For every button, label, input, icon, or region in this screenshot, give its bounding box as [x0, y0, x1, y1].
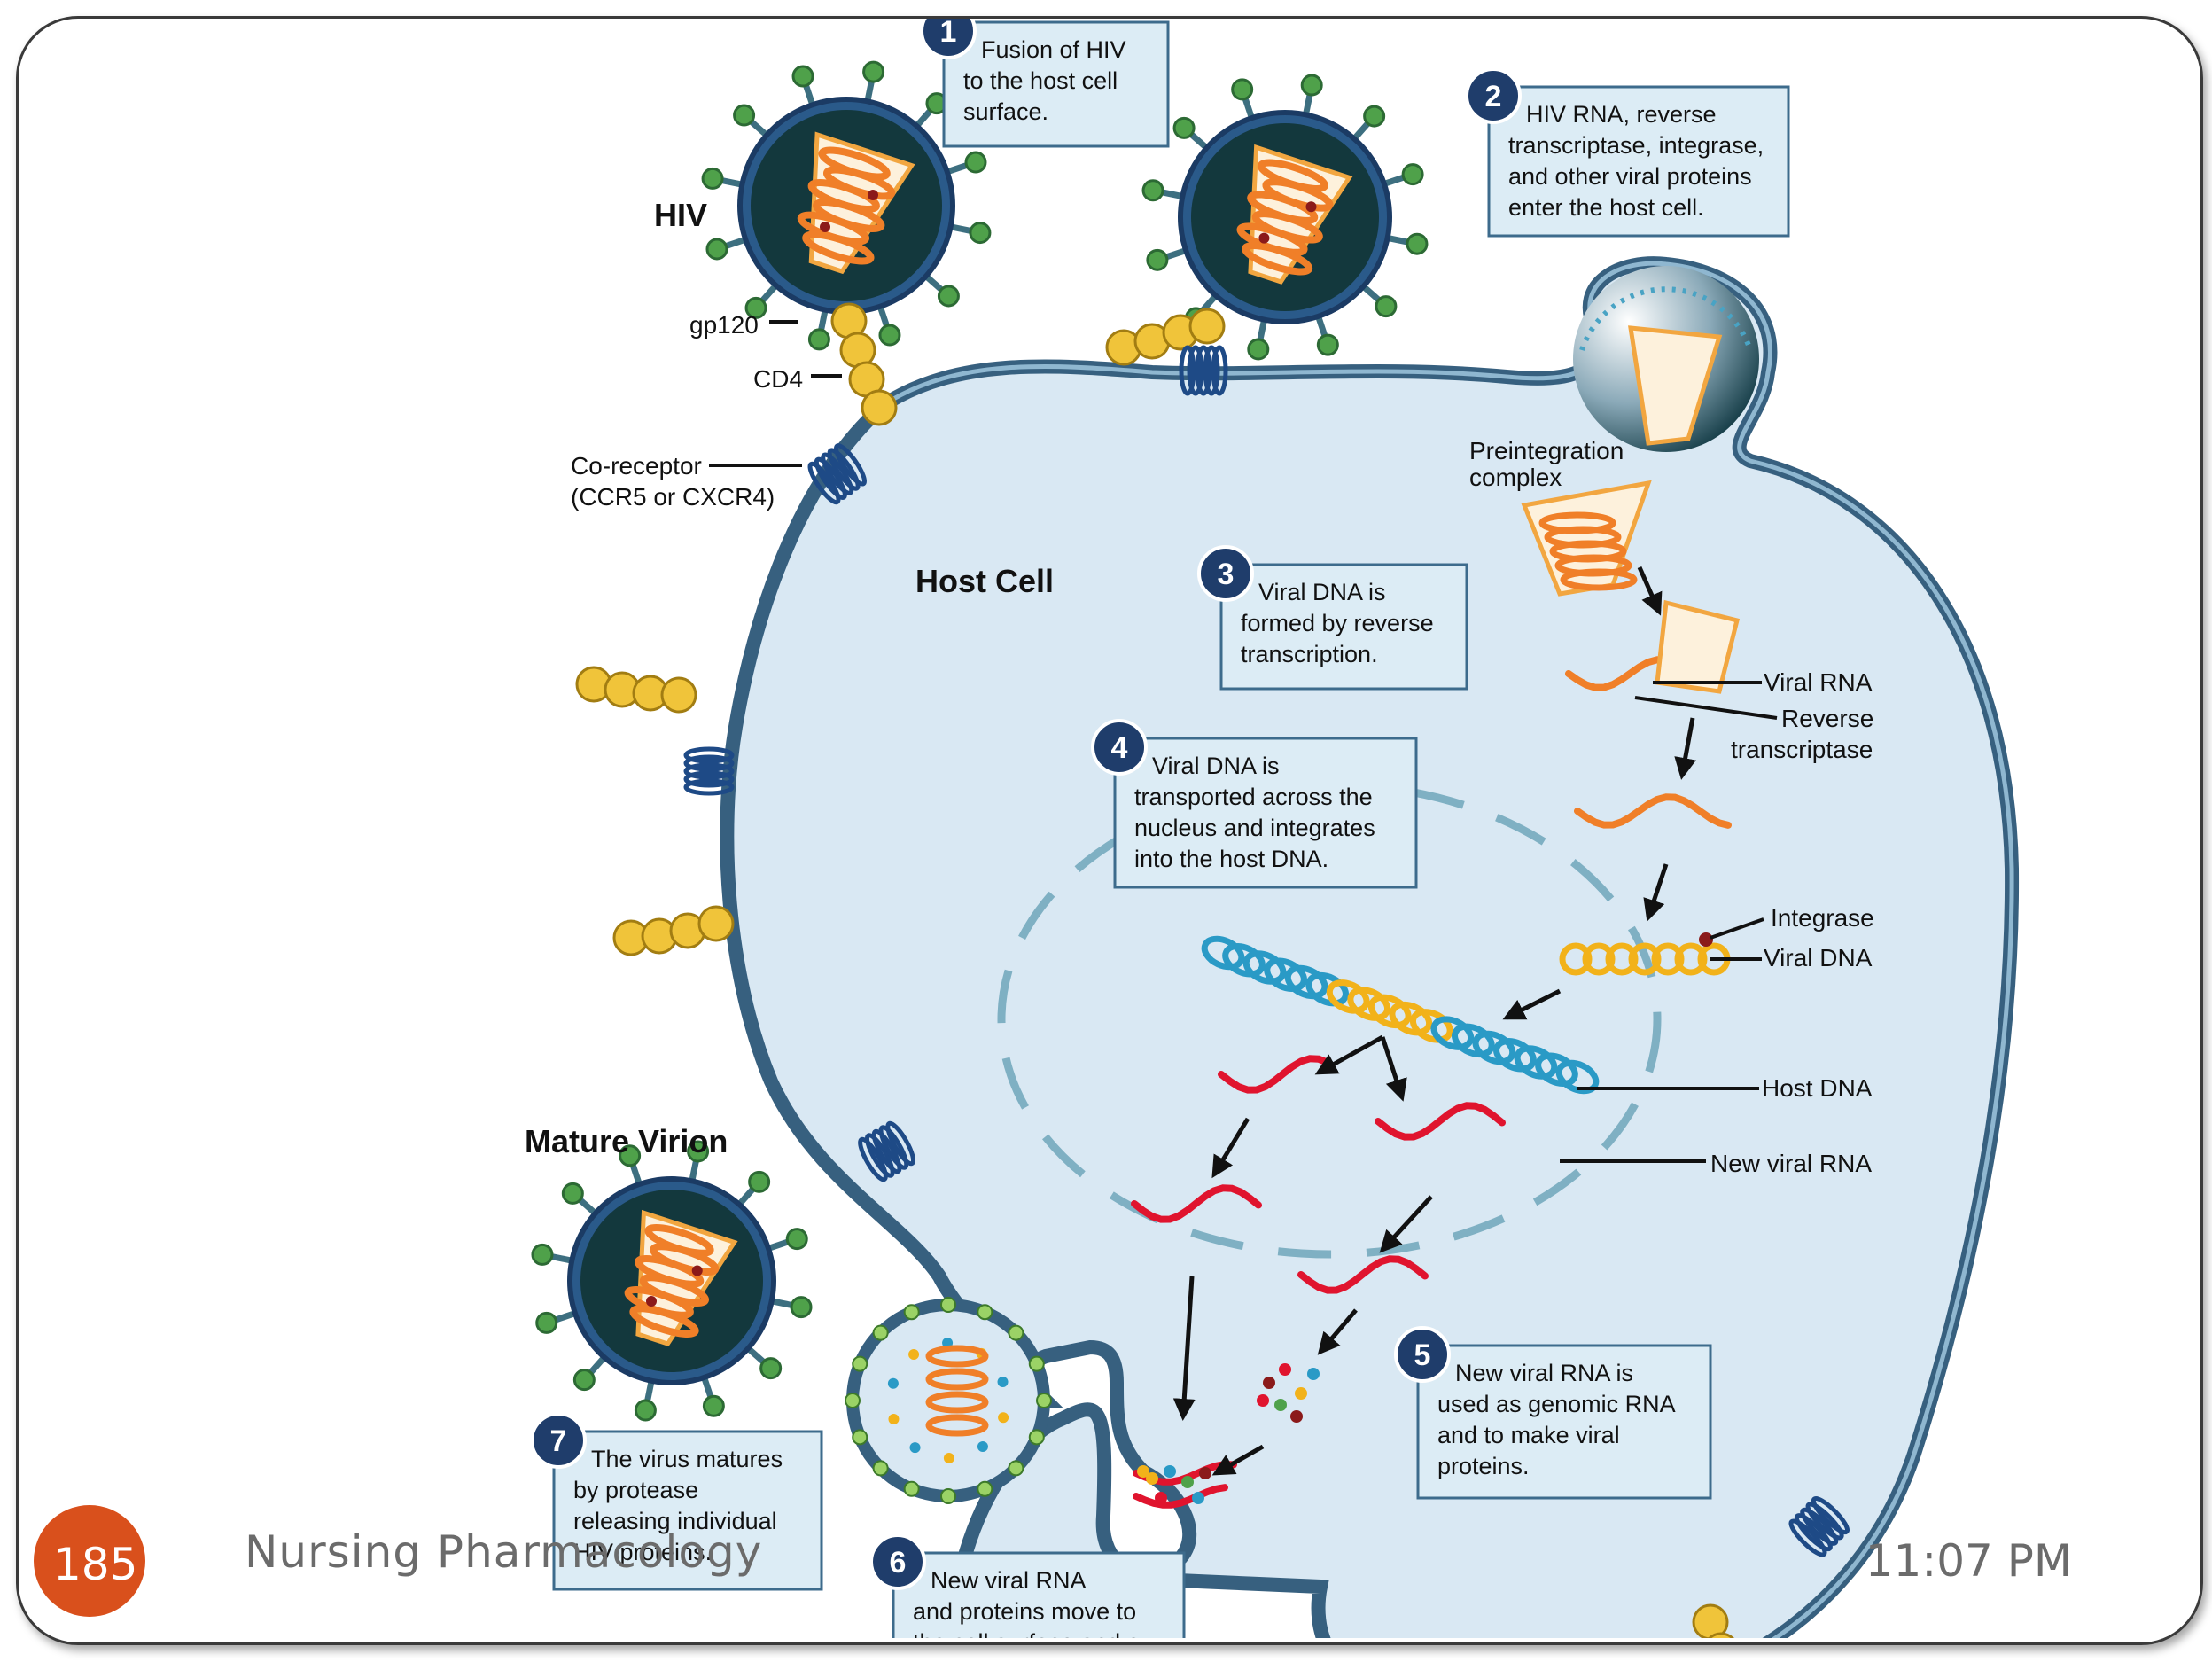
arrow-3 [1643, 863, 1669, 922]
label-host-dna: Host DNA [1762, 1074, 1873, 1102]
slide-number-badge: 185 [34, 1505, 145, 1617]
leader-line-6 [1710, 917, 1764, 940]
label-new-viral-rna: New viral RNA [1710, 1150, 1872, 1177]
arrow-10 [1172, 1276, 1196, 1421]
coreceptor-1 [807, 443, 867, 505]
cd4-receptor-1 [830, 302, 898, 426]
arrow-5 [1314, 1034, 1384, 1075]
step-5-badge [1394, 1326, 1451, 1383]
cd4-receptor-5 [1692, 1603, 1740, 1638]
viral-rna-strand [1565, 656, 1670, 691]
step-1-number: 1 [940, 15, 957, 49]
label-cd4: CD4 [753, 365, 803, 393]
step-1-badge [920, 18, 977, 59]
coreceptor-3 [683, 746, 735, 796]
reverse-transcribed-strand [1574, 793, 1732, 829]
label-preintegration-complex: Preintegration complex [1469, 437, 1631, 491]
mature-virion [531, 1140, 813, 1422]
label-integrase: Integrase [1771, 904, 1874, 932]
label-reverse-transcriptase: Reverse transcriptase [1731, 705, 1881, 763]
viral-dna-helix [1559, 932, 1731, 976]
new-rna-strand-3 [1131, 1184, 1262, 1223]
arrow-8 [1379, 1195, 1433, 1253]
coreceptor-2 [1179, 345, 1228, 396]
step-6-badge [869, 1533, 926, 1590]
footer-title: Nursing Pharmacology [245, 1526, 763, 1578]
host-dna-helix [1201, 935, 1600, 1095]
step-4-number: 4 [1111, 731, 1128, 765]
label-viral-rna: Viral RNA [1764, 668, 1873, 696]
step-2-badge [1465, 67, 1522, 124]
slide-frame [16, 16, 2203, 1645]
step-3-badge [1197, 545, 1254, 602]
label-gp120: gp120 [689, 311, 759, 339]
coreceptor-4 [858, 1120, 916, 1182]
rna-at-membrane-2 [1133, 1484, 1228, 1509]
footer-time: 11:07 PM [1865, 1535, 2072, 1587]
label-coreceptor: Co-receptor (CCR5 or CXCR4) [571, 452, 775, 511]
arrow-4 [1502, 988, 1562, 1020]
arrow-11 [1211, 1444, 1265, 1476]
cd4-receptor-4 [612, 905, 735, 956]
arrow-7 [1211, 1117, 1250, 1179]
cd4-receptor-3 [575, 666, 697, 714]
hiv-virion-2 [1141, 74, 1429, 361]
label-hiv: HIV [654, 197, 707, 233]
step-6-number: 6 [890, 1546, 907, 1580]
arrow-6 [1380, 1036, 1407, 1102]
leader-line-5 [1634, 696, 1778, 720]
step-5-number: 5 [1414, 1338, 1431, 1372]
label-mature-virion: Mature Virion [525, 1123, 728, 1159]
new-rna-strand-4 [1297, 1255, 1429, 1294]
arrow-2 [1674, 717, 1696, 780]
hiv-virion-1 [701, 60, 992, 351]
arrow-1 [1637, 566, 1663, 616]
new-rna-strand-2 [1375, 1102, 1506, 1141]
cd4-receptor-2 [1105, 308, 1226, 366]
preintegration-complex [1521, 480, 1741, 694]
entering-capsid [1628, 325, 1723, 446]
step-7-number: 7 [550, 1424, 567, 1458]
new-rna-strand-1 [1218, 1055, 1331, 1094]
coreceptor-5 [1788, 1496, 1850, 1557]
arrow-9 [1317, 1308, 1358, 1355]
label-viral-dna: Viral DNA [1764, 944, 1873, 971]
vesicle-protein-dots [845, 1297, 1052, 1504]
viral-protein-dots [1137, 1363, 1320, 1504]
label-host-cell: Host Cell [915, 563, 1054, 599]
step-2-number: 2 [1485, 80, 1502, 113]
step-7-badge [530, 1412, 587, 1469]
step-3-number: 3 [1218, 558, 1235, 591]
step-4-badge [1091, 719, 1148, 776]
